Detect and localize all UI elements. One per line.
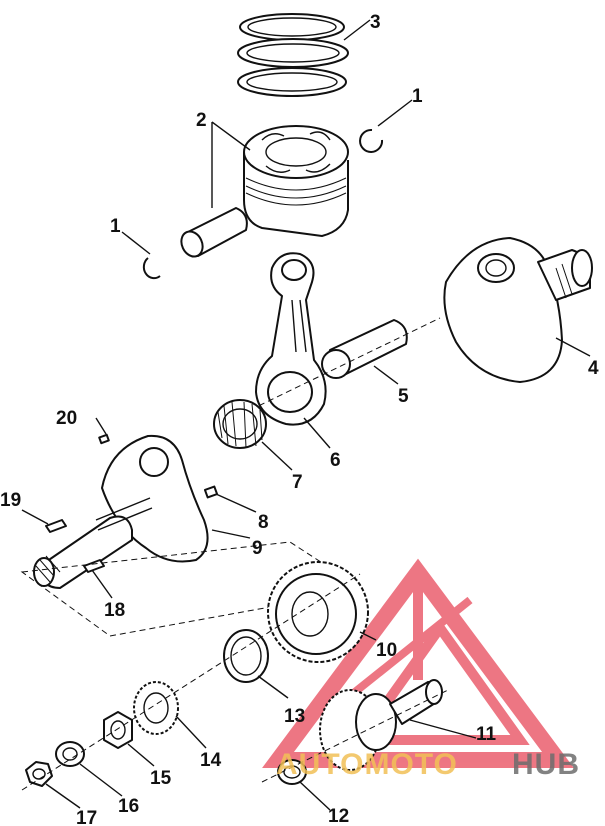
- key-18: [83, 559, 105, 573]
- piston: [243, 125, 349, 237]
- callout-2: 2: [196, 110, 207, 131]
- leader-lines: [21, 19, 591, 811]
- callout-16: 16: [118, 796, 139, 817]
- callout-5: 5: [398, 386, 409, 407]
- callout-3: 3: [370, 12, 381, 33]
- callout-17: 17: [76, 808, 97, 826]
- circlip-right: [359, 128, 384, 153]
- gear-shaft-11: [319, 679, 443, 771]
- sprocket-14: [133, 681, 179, 735]
- crankshaft-right-half: [443, 237, 593, 383]
- crank-pin: [249, 317, 441, 411]
- watermark-text: AUTOMOTO HUB: [276, 748, 580, 781]
- callout-20: 20: [56, 408, 77, 429]
- callout-11: 11: [476, 724, 497, 745]
- callout-10: 10: [376, 640, 397, 661]
- dowel-20: [98, 433, 110, 445]
- callout-6: 6: [330, 450, 341, 471]
- connecting-rod: [255, 252, 327, 426]
- piston-pin: [180, 207, 248, 258]
- callout-1-right: 1: [412, 86, 423, 107]
- gear-10: [267, 561, 369, 663]
- nut-15: [103, 711, 133, 749]
- watermark-automoto: AUTOMOTO: [276, 748, 458, 781]
- needle-bearing: [213, 399, 267, 449]
- circlip-left: [142, 257, 161, 280]
- callout-7: 7: [292, 472, 303, 493]
- nut-17: [25, 761, 53, 787]
- washer-12: [277, 759, 307, 785]
- dowel-pin-8: [203, 485, 219, 499]
- callout-1-left: 1: [110, 216, 121, 237]
- callout-15: 15: [150, 768, 172, 789]
- callout-14: 14: [200, 750, 222, 771]
- callout-labels: 3 2 1 1 4 5 6 7 8 9 20 19 18 10 13 14 15…: [0, 12, 599, 826]
- crankshaft-left-half: [33, 434, 209, 589]
- watermark-hub: HUB: [512, 748, 580, 781]
- callout-4: 4: [588, 358, 599, 379]
- washer-13: [223, 629, 269, 683]
- key-19: [45, 519, 67, 533]
- piston-rings: [237, 13, 349, 97]
- callout-9: 9: [252, 538, 263, 559]
- callout-18: 18: [104, 600, 125, 621]
- callout-13: 13: [284, 706, 305, 727]
- callout-8: 8: [258, 512, 269, 533]
- callout-12: 12: [328, 806, 349, 826]
- callout-19: 19: [0, 490, 21, 511]
- washer-16: [55, 741, 85, 767]
